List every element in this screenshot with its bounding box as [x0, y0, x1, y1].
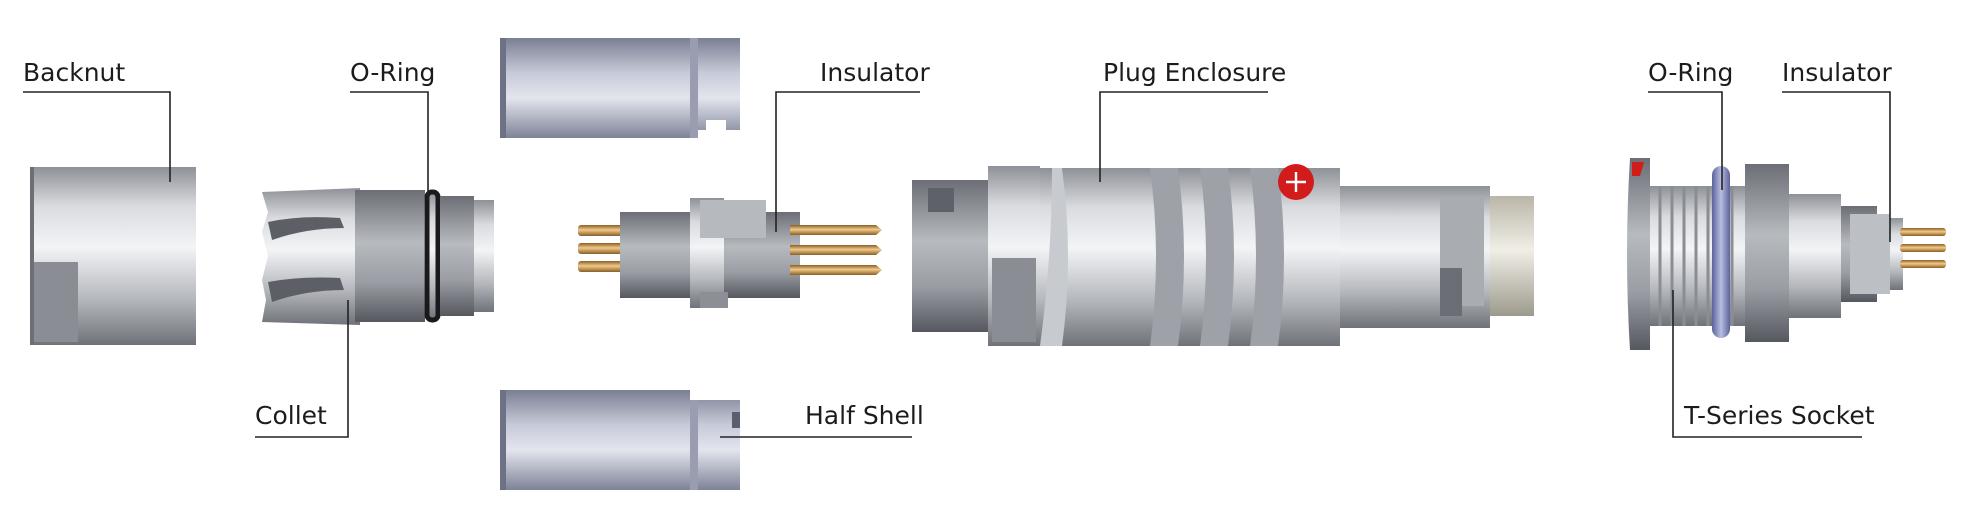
label-oring-left: O-Ring — [350, 58, 435, 87]
backnut-part — [30, 167, 196, 345]
insulator-right-part — [1850, 214, 1946, 294]
insulator-left-part — [578, 198, 882, 308]
leader-oring-left — [350, 91, 429, 200]
leader-plug-enclosure — [1099, 91, 1268, 182]
label-socket: T-Series Socket — [1683, 401, 1875, 430]
half-shell-bottom-part — [500, 390, 740, 490]
part-labels: Backnut O-Ring Collet Insulator Half She… — [23, 58, 1892, 430]
half-shell-top-part — [500, 38, 740, 138]
plug-enclosure-part — [912, 164, 1534, 346]
oring-left-part — [424, 189, 474, 323]
label-plug-enclosure: Plug Enclosure — [1103, 58, 1286, 87]
leader-oring-right — [1648, 91, 1723, 190]
label-insulator-left: Insulator — [820, 58, 930, 87]
leader-lines — [23, 91, 1891, 438]
oring-right-part — [1712, 166, 1730, 338]
leader-insulator-right — [1782, 91, 1891, 242]
leader-backnut — [23, 91, 171, 182]
leader-socket — [1672, 290, 1862, 438]
leader-collet — [255, 300, 349, 438]
label-collet: Collet — [255, 401, 327, 430]
label-half-shell: Half Shell — [805, 401, 924, 430]
label-oring-right: O-Ring — [1648, 58, 1733, 87]
label-backnut: Backnut — [23, 58, 125, 87]
label-insulator-right: Insulator — [1782, 58, 1892, 87]
t-series-socket-part — [1627, 158, 1903, 350]
leader-insulator-left — [775, 91, 920, 232]
